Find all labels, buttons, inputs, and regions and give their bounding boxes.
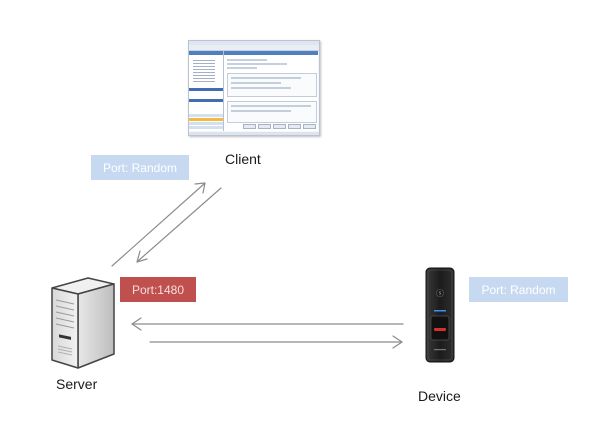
client-table-row — [231, 87, 291, 89]
client-button — [243, 124, 256, 129]
arrow-server-to-device — [149, 335, 403, 349]
client-toolbar — [189, 45, 319, 51]
client-sidebar-section — [189, 88, 223, 91]
device-label: Device — [418, 388, 461, 404]
client-button — [273, 124, 286, 129]
client-table-panel — [227, 101, 317, 123]
server-label: Server — [56, 376, 98, 392]
server-port-badge: Port:1480 — [120, 277, 196, 302]
client-form-row — [227, 63, 287, 65]
client-button — [303, 124, 316, 129]
client-button — [288, 124, 301, 129]
client-sidebar — [189, 51, 224, 131]
client-table-row — [231, 110, 291, 112]
client-tree-view — [193, 58, 215, 84]
client-table-panel — [227, 73, 317, 97]
arrow-device-to-server — [131, 317, 404, 331]
client-sidebar-button — [189, 113, 223, 117]
client-form-row — [227, 59, 267, 61]
server-tower-icon — [51, 277, 115, 369]
client-label: Client — [225, 151, 261, 167]
client-sidebar-button-active — [189, 117, 223, 121]
client-port-badge: Port: Random — [91, 155, 189, 180]
client-main-header — [224, 51, 318, 55]
client-window-image — [188, 40, 320, 136]
fingerprint-reader-icon: ⓢ — [425, 267, 455, 363]
client-sidebar-section — [189, 99, 223, 102]
client-main-pane — [224, 51, 318, 131]
device-port-badge: Port: Random — [469, 277, 568, 302]
client-table-row — [231, 105, 311, 107]
arrow-server-to-client — [111, 182, 206, 267]
client-button — [258, 124, 271, 129]
client-table-row — [231, 82, 281, 84]
client-form-row — [227, 67, 257, 69]
client-sidebar-button — [189, 125, 223, 129]
client-sidebar-header — [189, 51, 223, 55]
client-table-row — [231, 77, 301, 79]
client-button-bar — [243, 124, 316, 129]
arrow-client-to-server — [136, 187, 222, 263]
client-statusbar — [189, 132, 319, 135]
client-menubar — [189, 41, 319, 45]
client-sidebar-button — [189, 121, 223, 125]
svg-text:ⓢ: ⓢ — [436, 289, 444, 298]
